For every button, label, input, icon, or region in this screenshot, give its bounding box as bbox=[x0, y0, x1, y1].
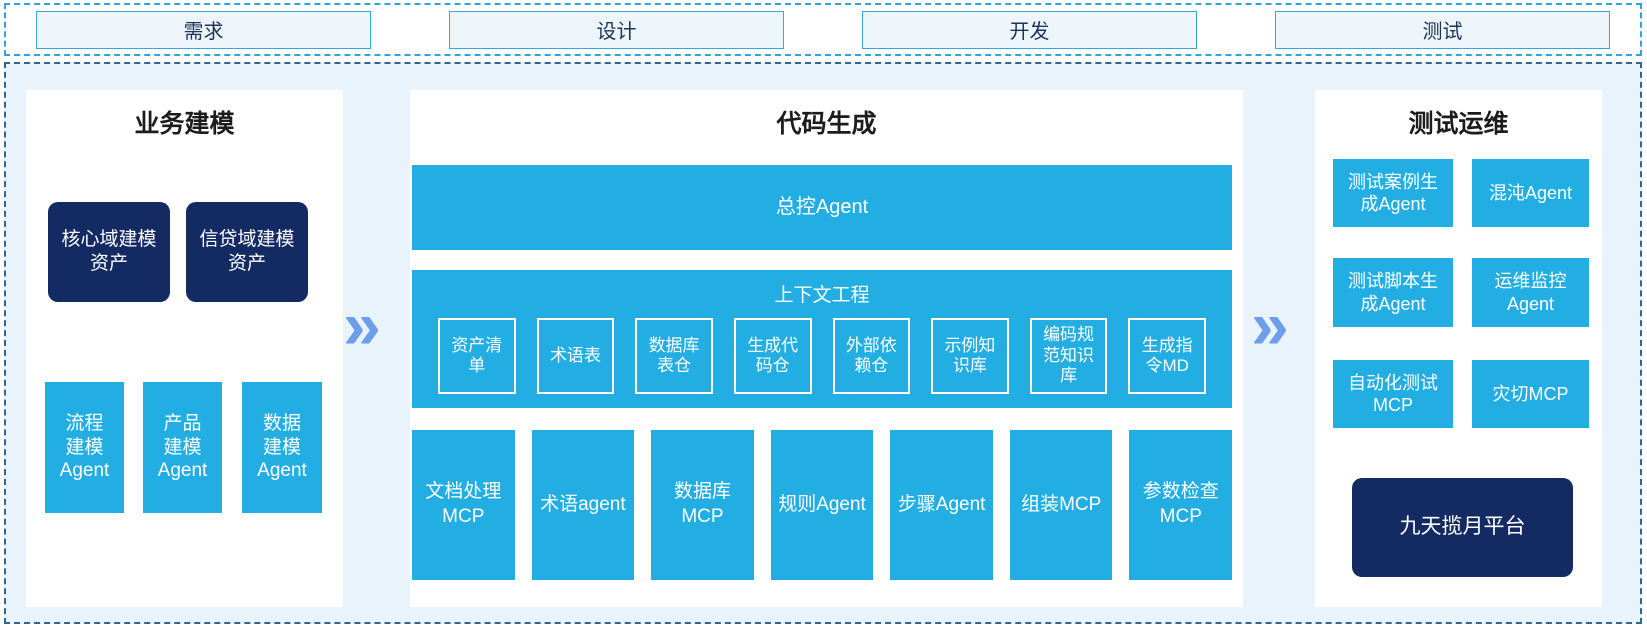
box-example-knowledge-base: 示例知 识库 bbox=[931, 318, 1009, 394]
box-test-case-generation-agent: 测试案例生 成Agent bbox=[1333, 159, 1453, 227]
box-master-control-agent: 总控Agent bbox=[412, 165, 1232, 250]
panel-title-business-modeling: 业务建模 bbox=[134, 110, 235, 138]
worker-row: 文档处理 MCP 术语agent 数据库 MCP 规则Agent 步骤Agent… bbox=[412, 430, 1233, 580]
box-asset-list: 资产清 单 bbox=[438, 318, 516, 394]
phase-box-requirements: 需求 bbox=[36, 10, 371, 49]
phase-box-development: 开发 bbox=[862, 10, 1197, 49]
box-process-modeling-agent: 流程 建模 Agent bbox=[45, 382, 124, 513]
box-steps-agent: 步骤Agent bbox=[890, 430, 993, 580]
box-database-table-repo: 数据库 表仓 bbox=[635, 318, 713, 394]
box-generated-code-repo: 生成代 码仓 bbox=[733, 318, 812, 394]
box-core-domain-modeling-assets: 核心域建模 资产 bbox=[48, 202, 170, 302]
panel-business-modeling: 业务建模 核心域建模 资产 信贷域建模 资产 流程 建模 Agent 产品 建模… bbox=[26, 90, 343, 607]
box-credit-domain-modeling-assets: 信贷域建模 资产 bbox=[186, 202, 308, 302]
context-engineering-title: 上下文工程 bbox=[774, 285, 870, 306]
box-ops-monitoring-agent: 运维监控 Agent bbox=[1472, 258, 1589, 327]
phase-box-testing: 测试 bbox=[1275, 10, 1610, 49]
box-data-modeling-agent: 数据 建模 Agent bbox=[242, 382, 322, 513]
box-generation-instruction-md: 生成指 令MD bbox=[1128, 318, 1206, 394]
panel-title-test-ops: 测试运维 bbox=[1408, 110, 1509, 138]
flow-arrow-icon: » bbox=[1251, 287, 1289, 363]
context-engineering-group: 上下文工程 资产清 单 术语表 数据库 表仓 生成代 码仓 外部依 赖仓 示例知… bbox=[412, 270, 1232, 408]
box-chaos-agent: 混沌Agent bbox=[1472, 159, 1589, 227]
box-automated-testing-mcp: 自动化测试 MCP bbox=[1333, 360, 1453, 428]
box-rules-agent: 规则Agent bbox=[770, 430, 874, 580]
box-disaster-switch-mcp: 灾切MCP bbox=[1472, 360, 1589, 428]
box-glossary: 术语表 bbox=[536, 318, 615, 394]
phase-strip: 需求 设计 开发 测试 bbox=[4, 3, 1642, 56]
box-database-mcp: 数据库 MCP bbox=[651, 430, 754, 580]
box-coding-standards-knowledge-base: 编码规 范知识 库 bbox=[1029, 318, 1108, 394]
box-external-dependency-repo: 外部依 赖仓 bbox=[832, 318, 911, 394]
box-product-modeling-agent: 产品 建模 Agent bbox=[143, 382, 222, 513]
panel-test-ops: 测试运维 测试案例生 成Agent 混沌Agent 测试脚本生 成Agent 运… bbox=[1315, 90, 1602, 607]
box-parameter-check-mcp: 参数检查 MCP bbox=[1129, 430, 1233, 580]
context-engineering-items: 资产清 单 术语表 数据库 表仓 生成代 码仓 外部依 赖仓 示例知 识库 编码… bbox=[438, 318, 1206, 394]
box-jiutian-lanyue-platform: 九天揽月平台 bbox=[1352, 478, 1573, 577]
box-test-script-generation-agent: 测试脚本生 成Agent bbox=[1333, 258, 1453, 327]
panel-title-code-generation: 代码生成 bbox=[776, 110, 877, 138]
phase-box-design: 设计 bbox=[449, 10, 784, 49]
box-terminology-agent: 术语agent bbox=[531, 430, 635, 580]
flow-arrow-icon: » bbox=[343, 287, 381, 363]
box-assembly-mcp: 组装MCP bbox=[1009, 430, 1113, 580]
panel-code-generation: 代码生成 总控Agent 上下文工程 资产清 单 术语表 数据库 表仓 生成代 … bbox=[410, 90, 1243, 607]
box-document-processing-mcp: 文档处理 MCP bbox=[412, 430, 515, 580]
